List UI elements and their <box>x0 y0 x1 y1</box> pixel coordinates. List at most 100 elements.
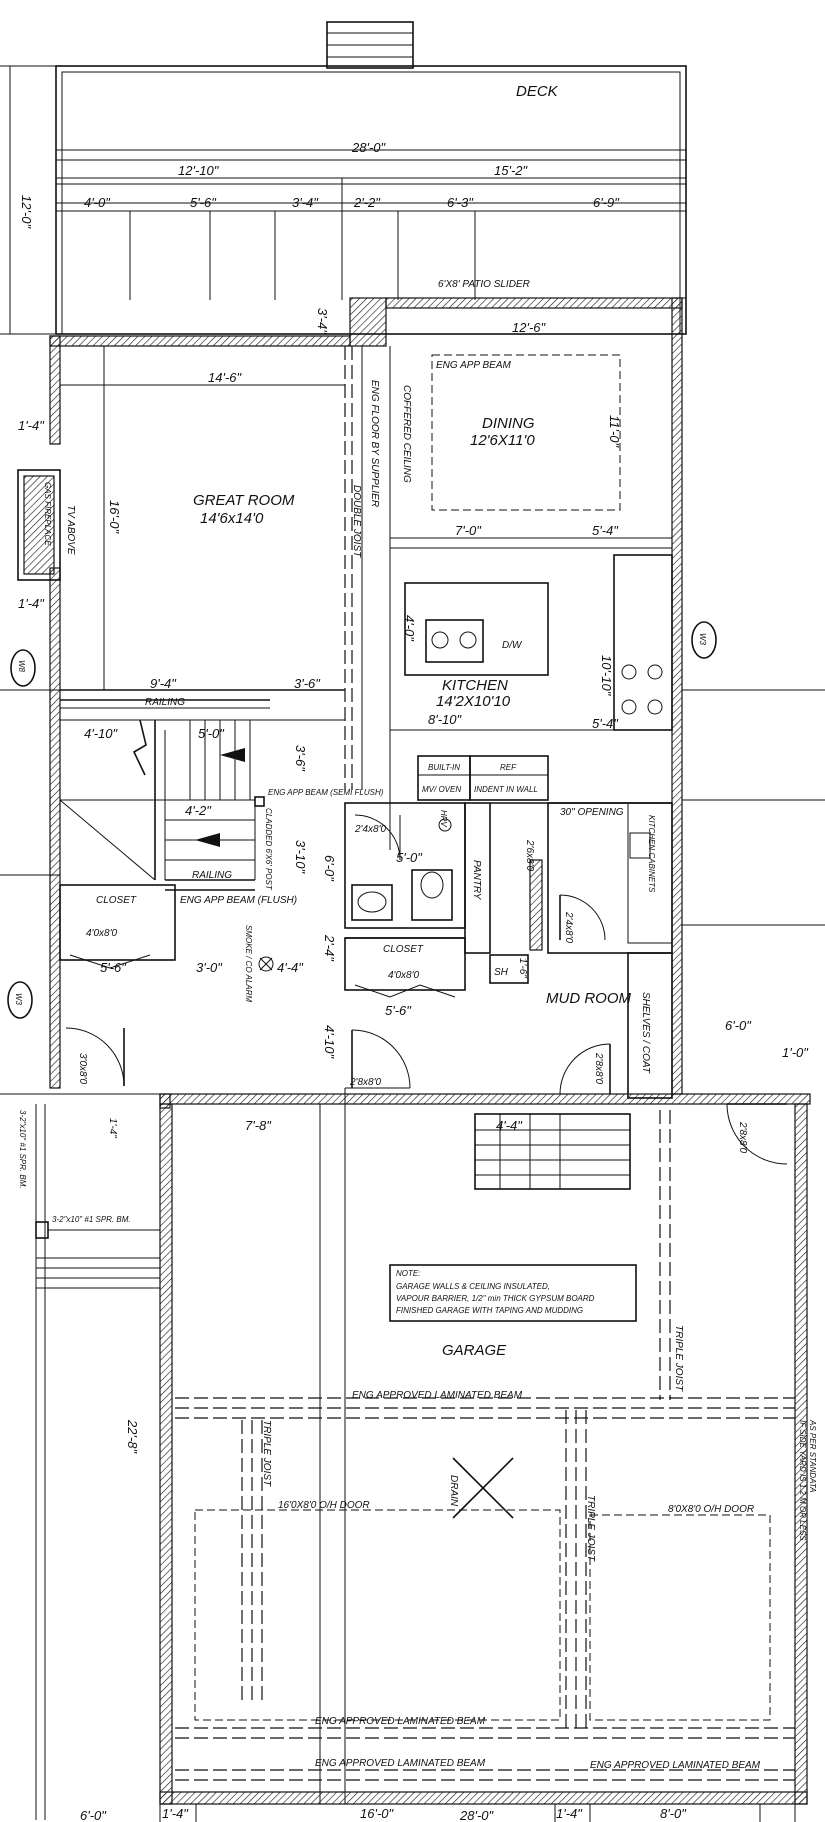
dim-4-10: 4'-10" <box>84 726 119 741</box>
great-room-label: GREAT ROOM <box>193 492 295 509</box>
spr-bm-1-label: 3-2"x10" #1 SPR. BM. <box>18 1110 27 1189</box>
dim-12-10: 12'-10" <box>178 163 220 178</box>
closet-1-label: CLOSET <box>96 895 137 906</box>
eng-app-beam-top-label: ENG APP BEAM <box>436 360 512 371</box>
dim-5-6b: 5'-6" <box>100 960 127 975</box>
dim-4-0: 4'-0" <box>84 195 111 210</box>
patio-slider-label: 6'X8' PATIO SLIDER <box>438 279 530 290</box>
dim-3-0x8: 3'0x8'0 <box>77 1053 88 1085</box>
dim-1-4d: 1'-4" <box>18 418 45 433</box>
eng-lam-beam-2-label: ENG APPROVED LAMINATED BEAM <box>315 1716 486 1727</box>
dim-28-top: 28'-0" <box>351 140 387 155</box>
dim-3-10: 3'-10" <box>293 840 308 875</box>
spr-bm-2-label: 3-2"x10" #1 SPR. BM. <box>52 1215 131 1224</box>
dim-1-4c: 1'-4" <box>107 1118 118 1138</box>
dim-5-6a: 5'-6" <box>190 195 217 210</box>
indent-in-wall-label: INDENT IN WALL <box>474 785 538 794</box>
dim-11-0: 11'-0" <box>607 415 622 449</box>
dim-8-10: 8'-10" <box>428 712 463 727</box>
dim-2-8x8: 2'8x8'0 <box>349 1077 382 1088</box>
deck-area <box>55 21 687 335</box>
deck-dim-lines <box>0 65 476 335</box>
dim-4-4b: 4'-4" <box>496 1118 523 1133</box>
kitchen-size: 14'2X10'10 <box>436 693 511 710</box>
dim-6-9: 6'-9" <box>593 195 620 210</box>
dining-label: DINING <box>482 415 535 432</box>
powder-room <box>344 802 491 998</box>
eng-lam-beam-4-label: ENG APPROVED LAMINATED BEAM <box>590 1760 761 1771</box>
shelves-coat-label: SHELVES / COAT <box>640 992 651 1074</box>
opening-30-label: 30" OPENING <box>560 807 624 818</box>
railing-2-label: RAILING <box>192 870 232 881</box>
kitchen-area <box>390 554 673 731</box>
note-title: NOTE: <box>396 1269 420 1278</box>
eng-app-beam-semi-label: ENG APP BEAM (SEMI FLUSH) <box>268 788 384 797</box>
drain-label: DRAIN <box>448 1475 459 1507</box>
mud-room <box>489 802 673 1099</box>
dining-area <box>389 346 672 850</box>
door-16-label: 16'0X8'0 O/H DOOR <box>278 1500 370 1511</box>
triple-joist-1-label: TRIPLE JOIST <box>261 1420 272 1487</box>
dim-28-bottom: 28'-0" <box>459 1808 495 1822</box>
great-room-size: 14'6x14'0 <box>200 510 264 527</box>
dim-1-6: 1'-6" <box>517 958 528 978</box>
dw-label: D/W <box>502 640 523 651</box>
dim-15-2: 15'-2" <box>494 163 529 178</box>
kitchen-label: KITCHEN <box>442 677 508 694</box>
dim-1-4b: 1'-4" <box>556 1806 583 1821</box>
dim-10-10: 10'-10" <box>599 655 614 697</box>
smoke-co-alarm-label: SMOKE / CO ALARM <box>244 925 253 1002</box>
dim-6-0b: 6'-0" <box>725 1018 752 1033</box>
dim-5-6c: 5'-6" <box>385 1003 412 1018</box>
garage-label: GARAGE <box>442 1342 507 1359</box>
side-yard-note-1: AS PER STANDATA <box>808 1419 817 1492</box>
ref-label: REF <box>500 763 517 772</box>
dim-1-4e: 1'-4" <box>18 596 45 611</box>
eng-app-beam-flush-label: ENG APP BEAM (FLUSH) <box>180 895 297 906</box>
dim-7-0: 7'-0" <box>455 523 482 538</box>
hrv-label: HRV <box>439 810 448 827</box>
eng-lam-beam-1-label: ENG APPROVED LAMINATED BEAM <box>352 1390 523 1401</box>
dim-2-8x8c: 2'8x8'0 <box>737 1121 748 1154</box>
dim-4-2: 4'-2" <box>185 803 212 818</box>
great-room-area <box>60 346 363 790</box>
deck-label: DECK <box>516 83 559 100</box>
front-closet <box>59 884 274 972</box>
w3-tag-1: W3 <box>14 993 23 1006</box>
cladded-post-label: CLADDED 6'X6' POST <box>264 808 273 891</box>
dim-6-0a: 6'-0" <box>322 855 337 882</box>
dim-2-2: 2'-2" <box>353 195 381 210</box>
dim-4-0b: 4'-0" <box>402 615 417 642</box>
grid-lines <box>0 689 825 1095</box>
triple-joist-2-label: TRIPLE JOIST <box>585 1495 596 1562</box>
built-in-row <box>417 755 549 801</box>
w3-tag-2: W3 <box>698 633 707 646</box>
dim-3-4: 3'-4" <box>292 195 319 210</box>
closet-2-label: CLOSET <box>383 944 424 955</box>
dim-5-4b: 5'-4" <box>592 716 619 731</box>
coffered-ceiling-label: COFFERED CEILING <box>401 385 412 483</box>
kitchen-cabinets-label: KITCHEN CABINETS <box>647 815 656 893</box>
dim-9-4: 9'-4" <box>150 676 177 691</box>
dim-3-0: 3'-0" <box>196 960 223 975</box>
mw-oven-label: MV/ OVEN <box>422 785 461 794</box>
dining-size: 12'6X11'0 <box>470 432 535 449</box>
dim-1-0: 1'-0" <box>782 1045 809 1060</box>
eng-lam-beam-3-label: ENG APPROVED LAMINATED BEAM <box>315 1758 486 1769</box>
dim-2-4x8: 2'4x8'0 <box>354 824 387 835</box>
dim-7-8: 7'-8" <box>245 1118 272 1133</box>
side-yard-note-2: IF SIDE YARD IS 1.2 M OR LESS <box>798 1420 807 1541</box>
dim-6-0c: 6'-0" <box>80 1808 107 1822</box>
dim-4-10b: 4'-10" <box>322 1025 337 1060</box>
dim-3-6: 3'-6" <box>294 676 321 691</box>
dim-2-4: 2'-4" <box>322 934 337 962</box>
gas-fireplace-label: GAS FIREPLACE <box>43 482 52 546</box>
window-tags <box>7 621 717 1019</box>
dim-5-4a: 5'-4" <box>592 523 619 538</box>
dim-22-8: 22'-8" <box>125 1419 140 1455</box>
dim-16-0: 16'-0" <box>107 500 122 535</box>
house-walls <box>17 297 811 1109</box>
dim-12-6: 12'-6" <box>512 320 547 335</box>
pantry-label: PANTRY <box>471 860 482 901</box>
